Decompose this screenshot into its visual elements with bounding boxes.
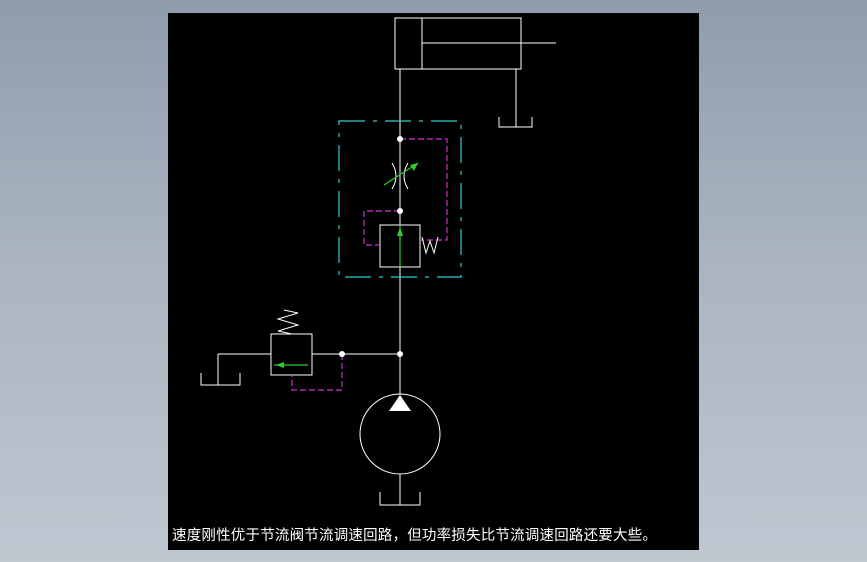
spring-icon — [276, 309, 300, 335]
pilot-line — [363, 138, 448, 246]
speed-control-valve — [338, 120, 462, 278]
pump — [359, 393, 441, 475]
junction-dot — [397, 208, 403, 214]
junction-dot — [397, 136, 403, 142]
throttle-valve — [391, 162, 409, 190]
pilot-line — [291, 354, 343, 391]
valve-housing — [338, 120, 462, 278]
adjust-arrow — [383, 162, 419, 186]
pump-arrow-icon — [389, 395, 411, 411]
hydraulic-cylinder — [394, 17, 556, 70]
pump-tank — [379, 474, 421, 506]
hydraulic-circuit — [200, 17, 556, 506]
caption-text: 速度刚性优于节流阀节流调速回路，但功率损失比节流调速回路还要大些。 — [172, 528, 658, 544]
cylinder-tank — [498, 69, 533, 128]
pressure-reducing-valve — [379, 224, 439, 268]
relief-valve — [270, 309, 343, 391]
spring-icon — [421, 236, 439, 255]
junction-dot — [397, 351, 403, 357]
drawing-canvas: 速度刚性优于节流阀节流调速回路，但功率损失比节流调速回路还要大些。 — [168, 13, 699, 550]
relief-branch — [200, 353, 400, 386]
junction-dot — [339, 351, 345, 357]
